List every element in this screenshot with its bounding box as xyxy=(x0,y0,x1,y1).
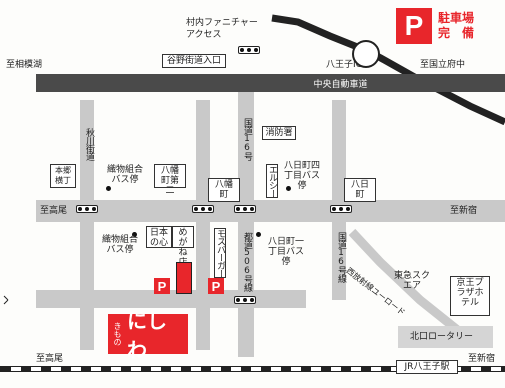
to-takao: 至高尾 xyxy=(40,206,68,216)
label-tokyu: 東急スクエア xyxy=(394,271,431,291)
signal xyxy=(330,205,352,213)
signal xyxy=(234,296,256,304)
shop-name: にしわ xyxy=(127,309,167,362)
legend-p-symbol: P xyxy=(396,8,432,44)
label-orimono-top: 織物組合バス停 xyxy=(106,165,143,185)
label-jr-station: JR八王子駅 xyxy=(396,360,458,374)
label-honkouban: 本郷横丁 xyxy=(50,164,76,188)
label-route16b: 国道16号線 xyxy=(336,232,346,282)
shop-sign: きもの にしわ xyxy=(108,309,188,362)
label-youkamachi4: 八日町四丁目バス停 xyxy=(283,161,320,191)
bus-stop-pin xyxy=(132,232,137,237)
chuo-label: 中央自動車道 xyxy=(313,79,368,90)
parking-legend: P 駐車場 完 備 xyxy=(396,6,492,46)
parking-p1: P xyxy=(154,278,170,294)
label-route506: 都道506号線 xyxy=(242,232,252,291)
road-yokacho xyxy=(196,100,210,350)
label-entrance: 谷野街道入口 xyxy=(162,54,226,68)
label-shobosho: 消防署 xyxy=(262,126,296,140)
label-route16: 国道16号 xyxy=(242,118,252,160)
label-north-rotary: 北口ロータリー xyxy=(410,332,474,342)
to-sagamiko: 至相模湖 xyxy=(6,60,43,70)
bus-stop-pin xyxy=(106,186,111,191)
chuo-expressway: 中央自動車道 xyxy=(36,74,505,92)
signal xyxy=(238,46,260,54)
road-koshu-kaido xyxy=(36,200,505,222)
parking-p2: P xyxy=(208,278,224,294)
label-muranai: 村内ファニチャー xyxy=(186,18,258,28)
label-youkamachi: 八日町 xyxy=(344,178,376,202)
label-yoka-dai2: 八幡町第二 xyxy=(154,164,186,196)
bus-stop-pin xyxy=(286,186,291,191)
label-yoka: 八幡町 xyxy=(208,178,240,202)
label-megane: めがね店 xyxy=(172,226,194,268)
signal xyxy=(192,205,214,213)
bus-stop-pin xyxy=(256,232,261,237)
label-orimono-bottom: 織物組合バス停 xyxy=(101,235,138,255)
shop-small: きもの xyxy=(113,322,122,346)
road-east xyxy=(332,100,346,300)
label-nippon-kokoro: 日本の心 xyxy=(146,226,172,248)
signal xyxy=(76,205,98,213)
road-route16 xyxy=(238,92,254,357)
legend-line2: 完 備 xyxy=(438,26,475,40)
signal xyxy=(234,205,256,213)
label-access: アクセス xyxy=(186,30,222,40)
label-ellow: エルシー xyxy=(266,164,278,198)
ic-circle xyxy=(352,40,380,68)
label-keio: 京王プラザホテル xyxy=(450,276,490,316)
shop-building xyxy=(176,262,192,294)
label-akigawa: 秋川街道 xyxy=(84,128,94,160)
to-takao-bottom: 至高尾 xyxy=(36,354,64,364)
label-youkamachi1: 八日町一丁目バス停 xyxy=(267,237,304,267)
to-shinjuku-bottom: 至新宿 xyxy=(468,354,496,364)
to-kunitachi: 至国立府中 xyxy=(420,60,466,70)
road-akigawa xyxy=(80,100,94,350)
to-shinjuku: 至新宿 xyxy=(450,206,478,216)
label-mosburger: モスバーガー xyxy=(214,228,226,278)
road-north-rotary xyxy=(398,326,493,348)
ic-label: 八王子IC xyxy=(326,60,362,70)
legend-line1: 駐車場 xyxy=(438,11,475,25)
